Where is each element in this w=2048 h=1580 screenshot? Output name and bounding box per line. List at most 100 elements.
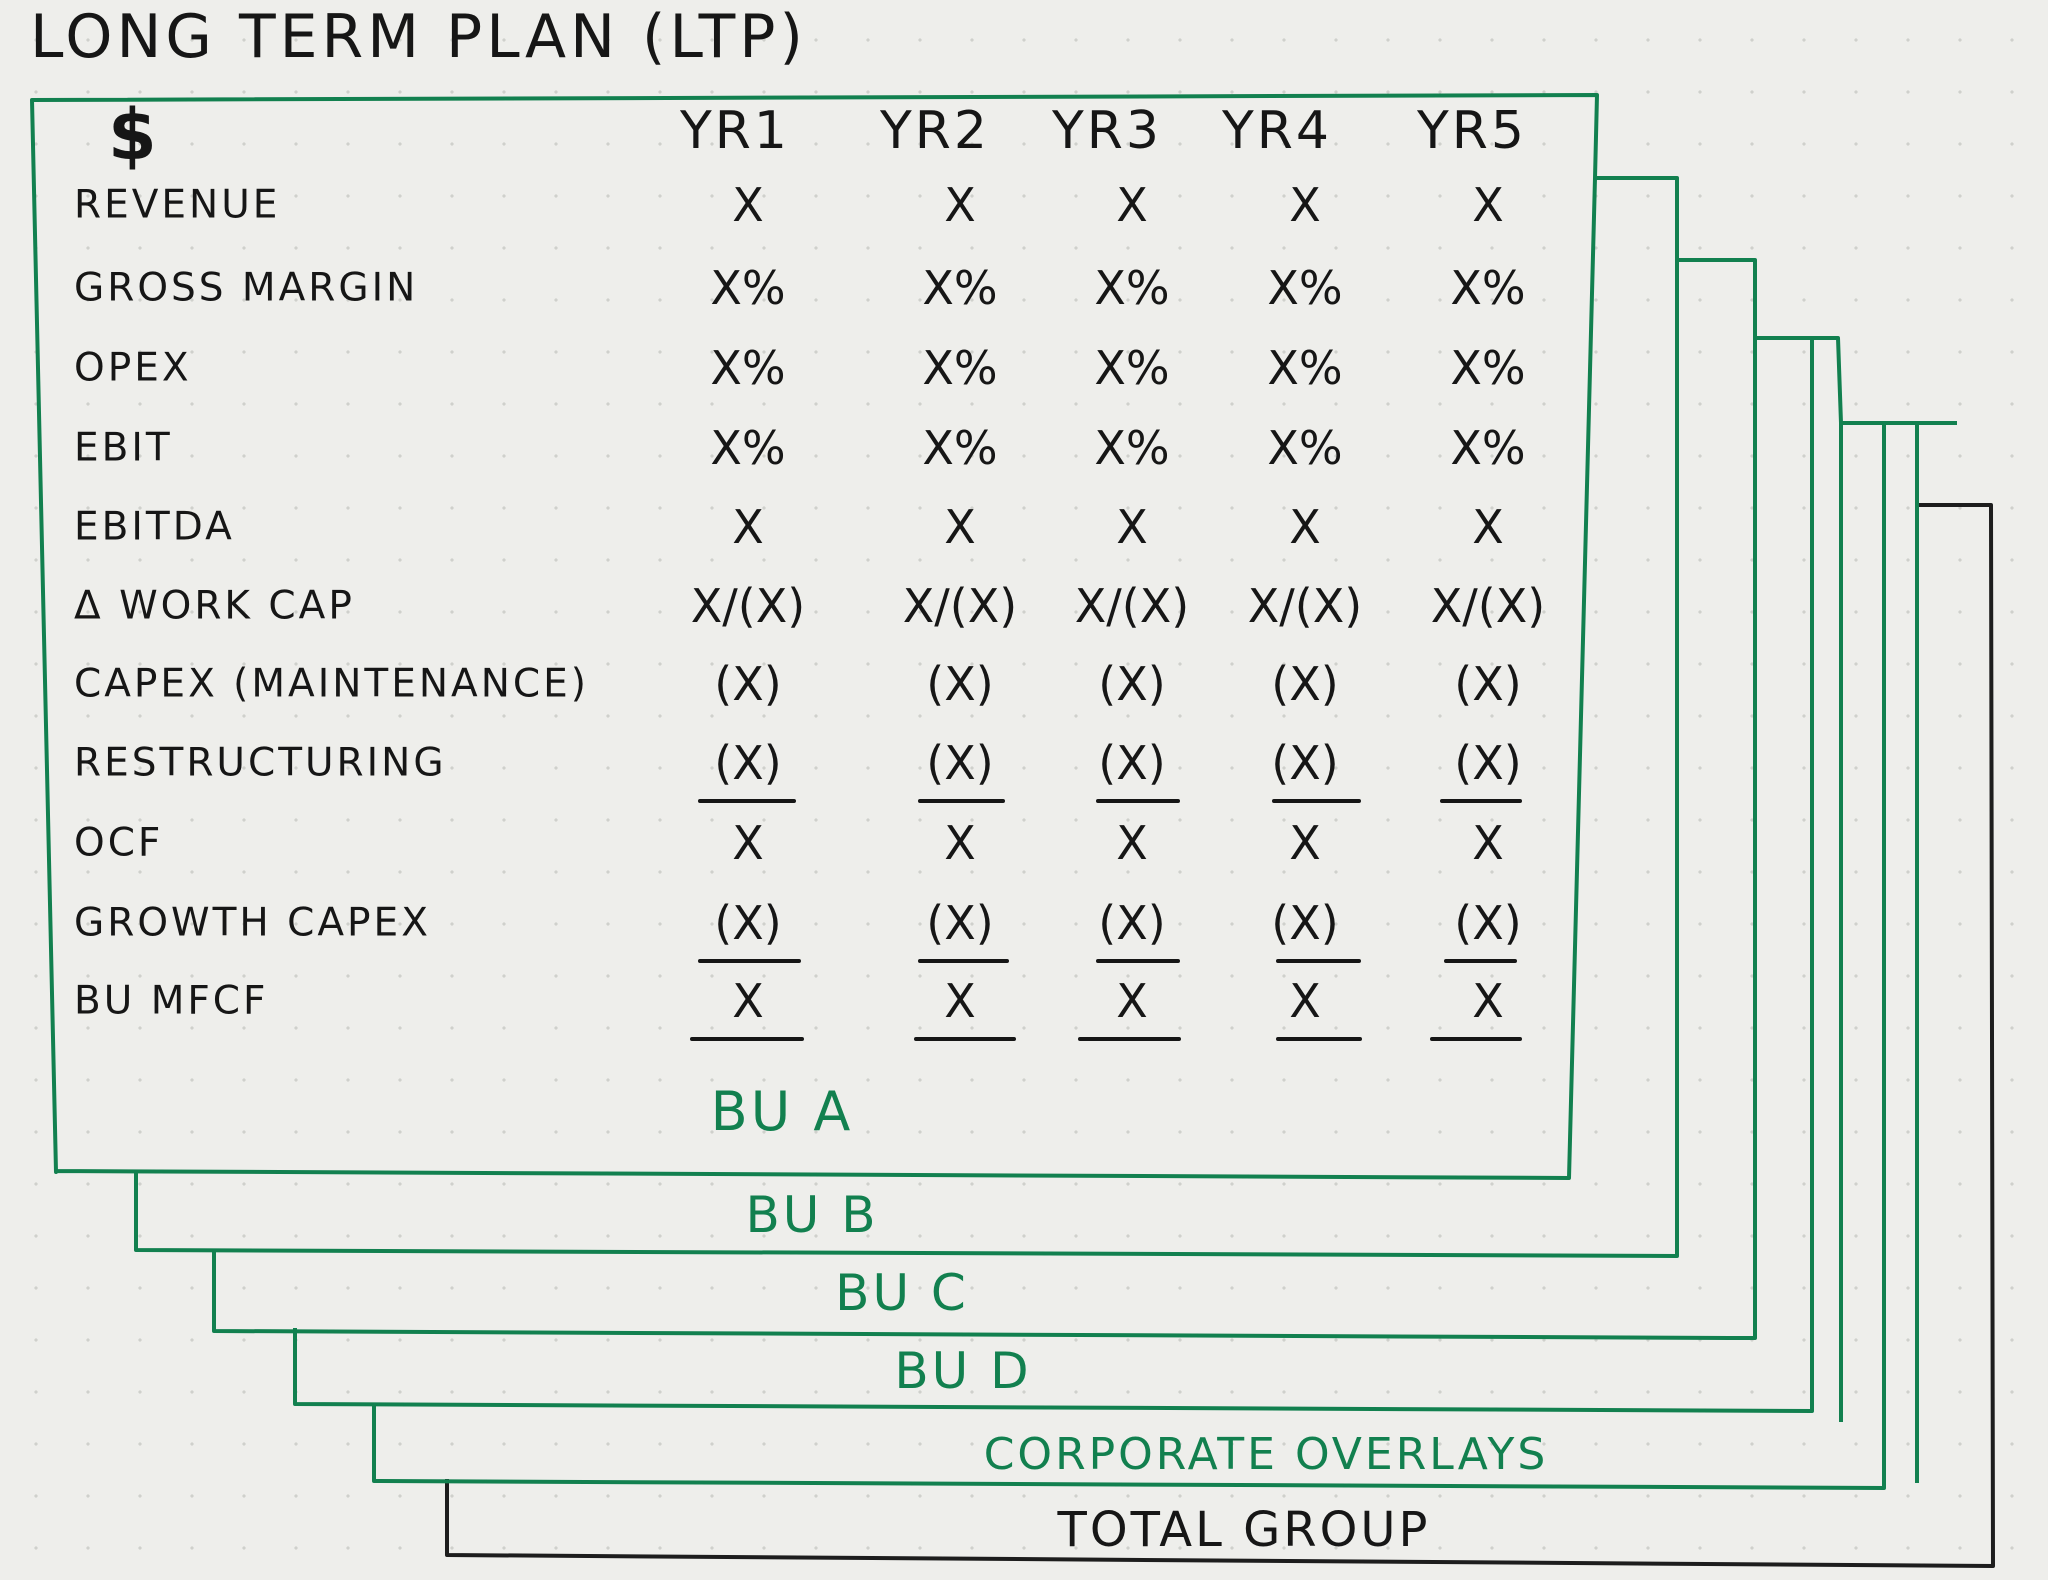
row-label: CAPEX (MAINTENANCE)	[74, 661, 589, 707]
table-cell: (X)	[1098, 657, 1166, 711]
table-cell: X	[944, 178, 976, 232]
sheet-bu-a-border	[30, 93, 1599, 1180]
currency-symbol: $	[108, 94, 157, 176]
stack-label-bu-a: BU A	[710, 1080, 854, 1143]
table-cell: (X)	[926, 657, 994, 711]
column-header-yr3: YR3	[1052, 101, 1162, 161]
table-cell: (X)	[1271, 657, 1339, 711]
subtotal-rule	[1440, 799, 1522, 803]
column-header-yr1: YR1	[680, 101, 790, 161]
table-cell: X	[1116, 500, 1148, 554]
row-label: GROSS MARGIN	[74, 265, 419, 311]
table-cell: X%	[922, 421, 998, 475]
table-cell: X	[1472, 816, 1504, 870]
table-cell: X/(X)	[1247, 579, 1363, 633]
subtotal-rule	[1272, 799, 1361, 803]
table-cell: X%	[922, 341, 998, 395]
stack-label-bu-d: BU D	[894, 1342, 1032, 1400]
column-header-yr5: YR5	[1417, 101, 1527, 161]
table-cell: X/(X)	[690, 579, 806, 633]
row-label: GROWTH CAPEX	[74, 900, 431, 946]
table-cell: (X)	[714, 657, 782, 711]
row-label: RESTRUCTURING	[74, 740, 447, 786]
subtotal-rule	[698, 799, 796, 803]
row-label: EBIT	[74, 425, 173, 471]
row-label: Δ WORK CAP	[74, 583, 355, 629]
table-cell: X	[1289, 816, 1321, 870]
table-cell: X%	[1450, 341, 1526, 395]
column-header-yr4: YR4	[1222, 101, 1332, 161]
table-cell: X	[944, 816, 976, 870]
table-cell: X%	[922, 261, 998, 315]
row-label: EBITDA	[74, 504, 235, 550]
table-cell: X	[732, 816, 764, 870]
subtotal-rule	[918, 959, 1009, 963]
total-underline	[1078, 1037, 1181, 1041]
table-cell: X%	[1094, 261, 1170, 315]
subtotal-rule	[698, 959, 801, 963]
table-cell: X%	[1267, 421, 1343, 475]
table-cell: (X)	[926, 736, 994, 790]
sheet-bu-c-border	[212, 258, 1757, 1340]
column-header-yr2: YR2	[880, 101, 990, 161]
table-cell: X	[1289, 974, 1321, 1028]
table-cell: X	[1289, 500, 1321, 554]
table-cell: X%	[1267, 341, 1343, 395]
row-label: OPEX	[74, 345, 192, 391]
table-cell: (X)	[1454, 736, 1522, 790]
table-cell: (X)	[714, 736, 782, 790]
table-cell: (X)	[1098, 896, 1166, 950]
table-cell: X	[732, 974, 764, 1028]
sheet-total-group-border	[445, 503, 1995, 1568]
table-cell: X	[1116, 178, 1148, 232]
table-cell: X%	[710, 421, 786, 475]
table-cell: X	[944, 974, 976, 1028]
stack-label-corporate-overlays: CORPORATE OVERLAYS	[983, 1429, 1549, 1480]
table-cell: X%	[1267, 261, 1343, 315]
table-cell: X	[1472, 500, 1504, 554]
table-cell: X	[732, 178, 764, 232]
page-title: LONG TERM PLAN (LTP)	[30, 2, 807, 72]
table-cell: X	[1116, 816, 1148, 870]
table-cell: (X)	[926, 896, 994, 950]
sheet-bu-b-border	[134, 176, 1679, 1258]
table-cell: X	[1116, 974, 1148, 1028]
table-cell: X	[732, 500, 764, 554]
table-cell: X%	[1450, 261, 1526, 315]
table-cell: (X)	[1454, 657, 1522, 711]
table-cell: X%	[710, 261, 786, 315]
stack-label-total-group: TOTAL GROUP	[1057, 1502, 1431, 1558]
total-underline	[1430, 1037, 1522, 1041]
table-cell: X%	[1094, 341, 1170, 395]
table-cell: X%	[1450, 421, 1526, 475]
table-cell: (X)	[1271, 896, 1339, 950]
table-cell: X%	[710, 341, 786, 395]
stack-label-bu-b: BU B	[745, 1186, 879, 1244]
subtotal-rule	[1444, 959, 1517, 963]
table-cell: X%	[1094, 421, 1170, 475]
total-underline	[1276, 1037, 1362, 1041]
stack-label-bu-c: BU C	[835, 1264, 969, 1322]
table-cell: X	[944, 500, 976, 554]
table-cell: X/(X)	[1430, 579, 1546, 633]
subtotal-rule	[918, 799, 1005, 803]
sheet-bu-d-border	[293, 336, 1843, 1422]
row-label: BU MFCF	[74, 978, 269, 1024]
table-cell: (X)	[1454, 896, 1522, 950]
table-cell: X	[1472, 178, 1504, 232]
table-cell: X	[1289, 178, 1321, 232]
total-underline	[914, 1037, 1016, 1041]
subtotal-rule	[1276, 959, 1361, 963]
table-cell: (X)	[714, 896, 782, 950]
row-label: REVENUE	[74, 182, 281, 228]
subtotal-rule	[1096, 799, 1180, 803]
table-cell: (X)	[1098, 736, 1166, 790]
table-cell: X	[1472, 974, 1504, 1028]
table-cell: X/(X)	[1074, 579, 1190, 633]
table-cell: (X)	[1271, 736, 1339, 790]
row-label: OCF	[74, 820, 164, 866]
subtotal-rule	[1096, 959, 1180, 963]
total-underline	[690, 1037, 804, 1041]
table-cell: X/(X)	[902, 579, 1018, 633]
